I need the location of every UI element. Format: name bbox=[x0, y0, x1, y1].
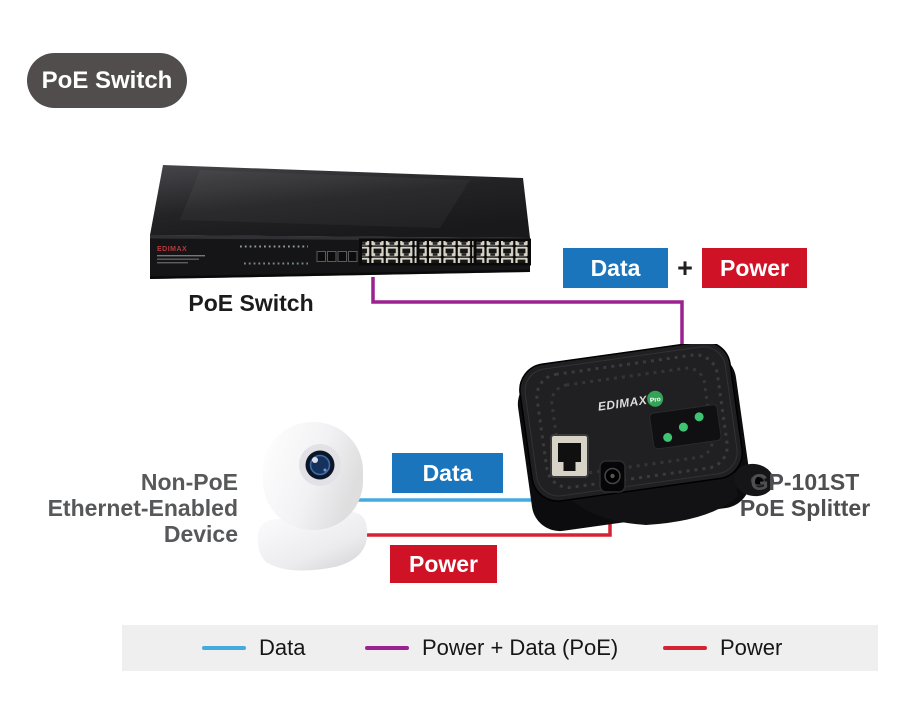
splitter-brand-logo: EDIMAX bbox=[597, 393, 649, 414]
switch-top-sheen bbox=[180, 170, 470, 228]
legend-item-poe: Power + Data (PoE) bbox=[365, 625, 618, 671]
splitter-rj45-port bbox=[550, 434, 589, 478]
camera-power-tag: Power bbox=[390, 545, 497, 583]
poe-switch-badge: PoE Switch bbox=[27, 53, 187, 108]
legend-data-line-swatch bbox=[202, 646, 246, 650]
switch-bottom-shadow bbox=[150, 269, 530, 279]
legend-data-label: Data bbox=[259, 635, 306, 660]
switch-rj45-banks bbox=[359, 238, 531, 266]
splitter-brand-pro-text: Pro bbox=[650, 396, 662, 404]
camera-lens bbox=[299, 444, 341, 486]
poe-cable-line bbox=[371, 277, 684, 375]
splitter-label: GP-101ST PoE Splitter bbox=[739, 469, 871, 521]
camera-data-tag: Data bbox=[392, 453, 503, 493]
switch-led-rows bbox=[240, 245, 308, 265]
legend-poe-label: Power + Data (PoE) bbox=[422, 635, 619, 660]
poe-power-tag: Power bbox=[702, 248, 807, 288]
legend-power-label: Power bbox=[720, 635, 783, 660]
switch-model-text bbox=[157, 255, 205, 264]
poe-switch-label: PoE Switch bbox=[188, 290, 314, 316]
camera-label: Non-PoE Ethernet-Enabled Device bbox=[47, 469, 238, 547]
switch-top-face bbox=[150, 165, 530, 238]
legend-item-data: Data bbox=[202, 625, 305, 671]
poe-splitter-image: EDIMAX Pro bbox=[517, 344, 774, 532]
poe-data-tag: Data bbox=[563, 248, 668, 288]
splitter-dc-jack bbox=[599, 460, 626, 493]
camera-base bbox=[257, 511, 368, 571]
splitter-vents bbox=[535, 353, 729, 489]
splitter-brand-pro-dot bbox=[647, 390, 664, 407]
legend: Data Power + Data (PoE) Power bbox=[122, 625, 878, 671]
poe-switch-image: EDIMAX bbox=[150, 165, 531, 279]
switch-brand-logo: EDIMAX bbox=[157, 246, 187, 253]
splitter-top: EDIMAX Pro bbox=[519, 344, 744, 502]
plus-sign: + bbox=[677, 252, 693, 283]
legend-item-power: Power bbox=[663, 625, 782, 671]
legend-power-line-swatch bbox=[663, 646, 707, 650]
legend-poe-line-swatch bbox=[365, 646, 409, 650]
splitter-led-panel bbox=[649, 404, 722, 450]
splitter-mount-ear bbox=[734, 463, 774, 497]
ip-camera-image bbox=[257, 422, 368, 571]
switch-sfp-ports bbox=[316, 251, 358, 262]
